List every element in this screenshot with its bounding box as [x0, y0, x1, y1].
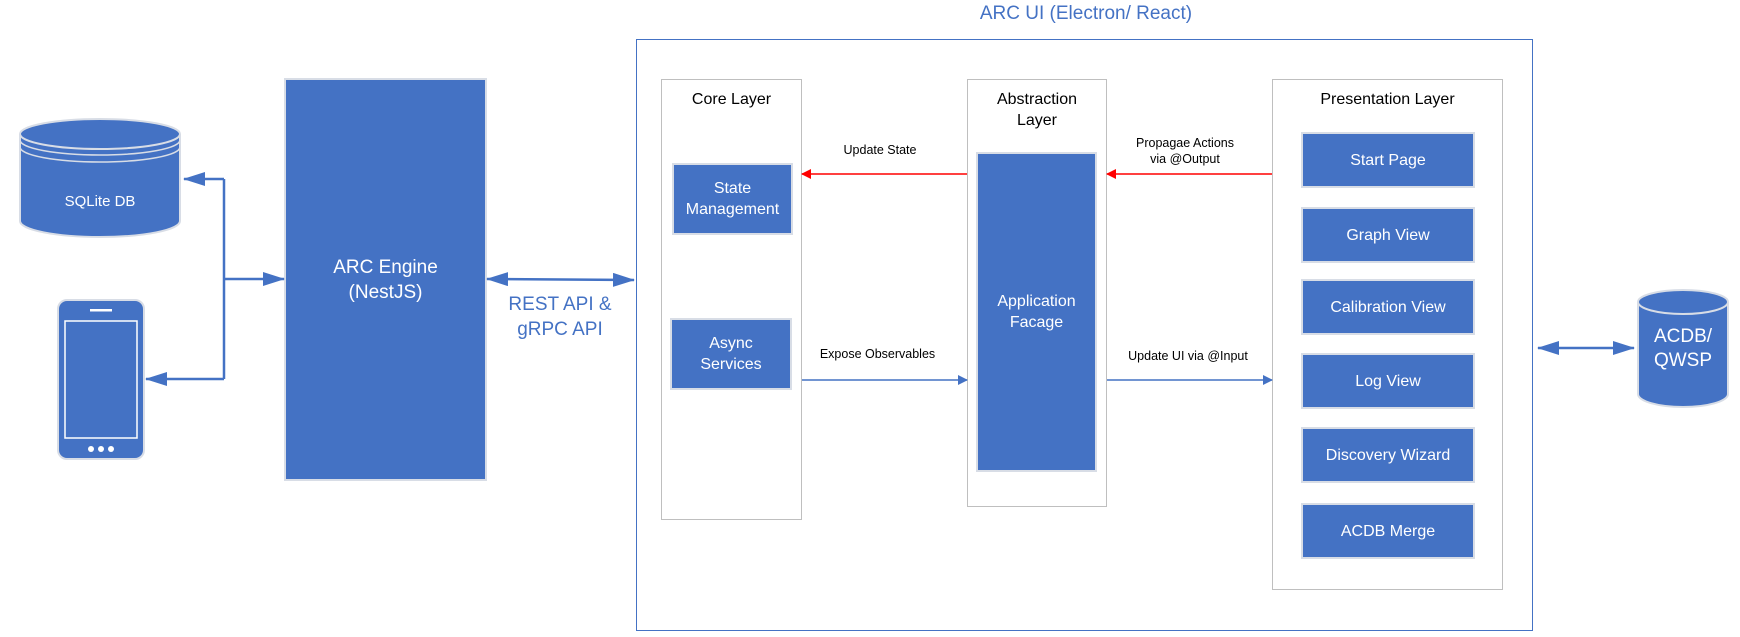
api-label: REST API & gRPC API [490, 292, 630, 342]
arc-engine-box: ARC Engine (NestJS) [286, 80, 485, 479]
propagate-actions-label: Propagae Actions via @Output [1115, 135, 1255, 167]
abstraction-layer-title-line1: Abstraction [996, 91, 1078, 108]
abstraction-layer-title-line2: Layer [1016, 112, 1058, 129]
acdb-merge-view: ACDB Merge [1303, 505, 1473, 557]
sqlite-db-label: SQLite DB [64, 193, 136, 210]
application-facade-box: Application Facage [978, 154, 1095, 470]
core-layer-panel: Core Layer [661, 79, 802, 520]
grpc-api-label: gRPC API [517, 319, 603, 340]
state-management-line2: Management [685, 201, 780, 218]
arc-ui-title: ARC UI (Electron/ React) [979, 3, 1193, 24]
state-management-line1: State [713, 180, 752, 197]
abstraction-layer-title: Abstraction Layer [968, 89, 1106, 131]
acdb-label-line1: ACDB/ [1653, 326, 1713, 347]
acdb-label: ACDB/ QWSP [1638, 325, 1728, 373]
log-view: Log View [1303, 355, 1473, 407]
arc-ui-container [636, 39, 1533, 631]
calibration-view: Calibration View [1303, 281, 1473, 333]
graph-view: Graph View [1303, 209, 1473, 261]
state-management-box: State Management [674, 165, 791, 233]
update-ui-label: Update UI via @Input [1128, 349, 1248, 363]
arc-engine-framework: (NestJS) [348, 281, 423, 303]
arc-engine-label: ARC Engine [333, 256, 438, 278]
core-layer-title: Core Layer [691, 91, 772, 108]
propagate-actions-line2: via @Output [1150, 152, 1220, 166]
propagate-actions-line1: Propagae Actions [1136, 136, 1234, 150]
database-icon [19, 118, 181, 238]
api-link-line [486, 272, 635, 287]
discovery-wizard-view: Discovery Wizard [1303, 429, 1473, 481]
rest-api-label: REST API & [508, 294, 612, 315]
expose-observables-label: Expose Observables [819, 347, 936, 361]
start-page-view: Start Page [1303, 134, 1473, 186]
application-facade-line1: Application [997, 293, 1076, 310]
application-facade-line2: Facage [1009, 314, 1064, 331]
async-services-line2: Services [700, 356, 762, 373]
acdb-label-line2: QWSP [1653, 350, 1713, 371]
presentation-layer-title: Presentation Layer [1320, 91, 1455, 108]
async-services-box: Async Services [672, 320, 790, 388]
update-state-label: Update State [843, 143, 917, 157]
acdb-cylinder-icon [1637, 289, 1729, 408]
mobile-phone-icon [57, 299, 145, 460]
async-services-line1: Async [709, 335, 753, 352]
